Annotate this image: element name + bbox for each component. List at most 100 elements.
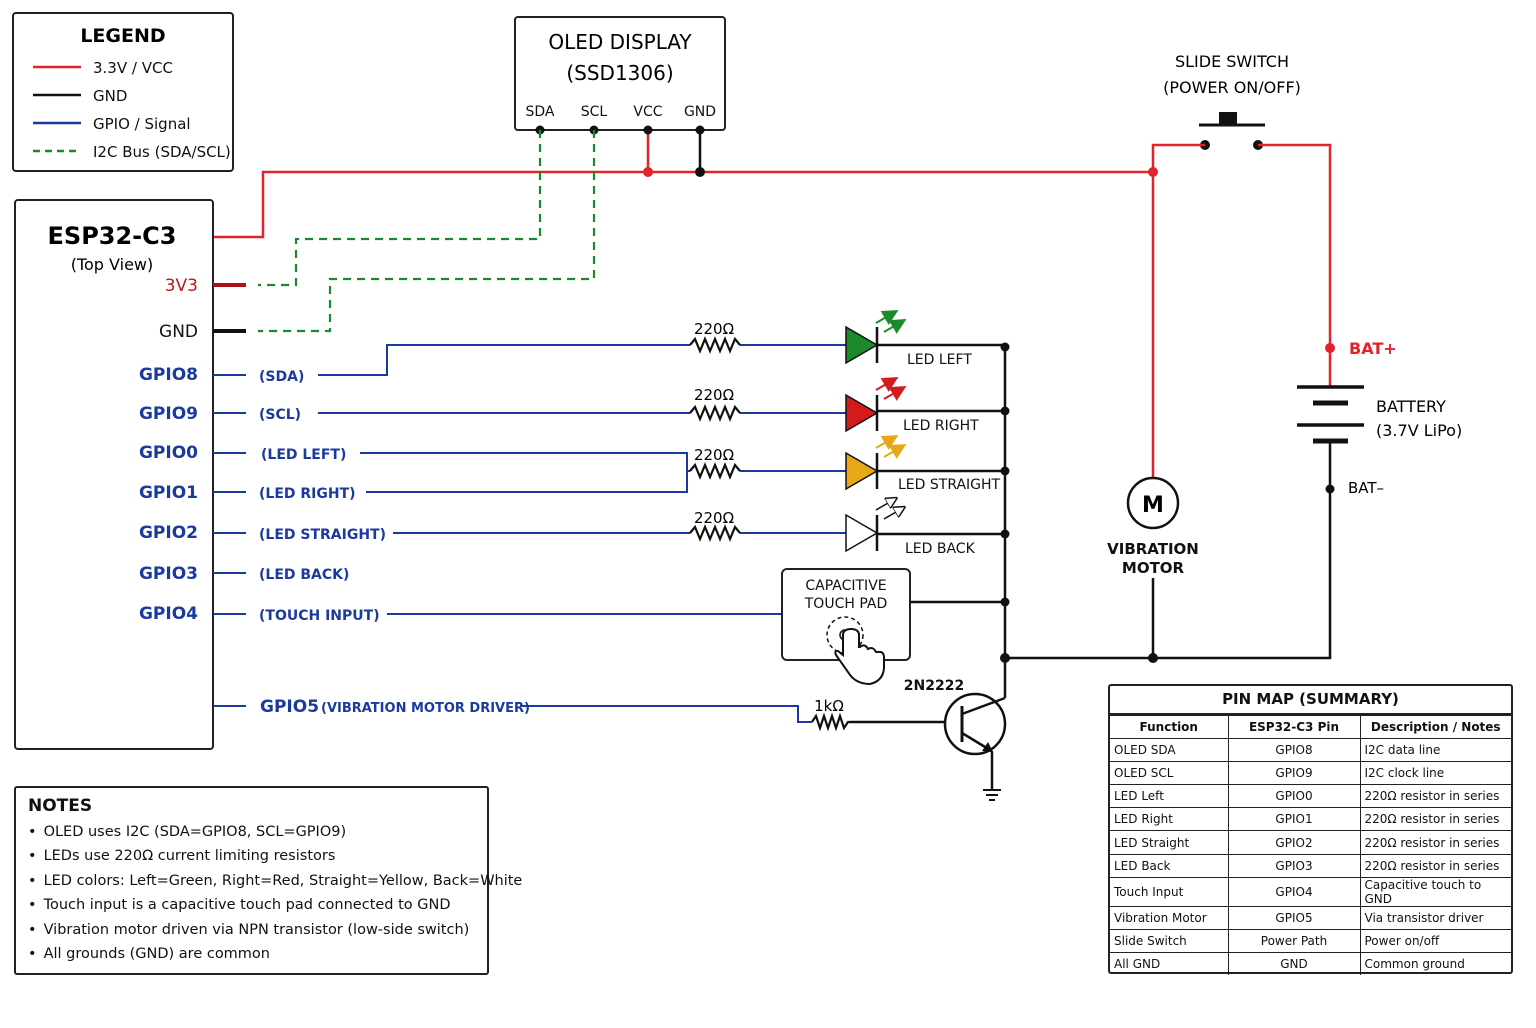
gpio3-function: (LED BACK) [259, 567, 349, 583]
resistor-back-value: 220Ω [694, 509, 734, 527]
base-resistor [811, 712, 850, 732]
battery-minus-label: BAT– [1348, 479, 1384, 497]
cell-pin: GPIO4 [1227, 876, 1361, 907]
cell-description: 220Ω resistor in series [1359, 807, 1511, 832]
cell-function: Slide Switch [1110, 928, 1229, 953]
npn-transistor: 2N2222 1kΩ [811, 678, 1007, 801]
oled-pin-gnd: GND [684, 104, 716, 120]
switch-title: SLIDE SWITCH [1175, 52, 1289, 71]
note-item: LED colors: Left=Green, Right=Red, Strai… [28, 869, 523, 893]
cell-description: Common ground [1359, 951, 1511, 975]
led-straight-body [845, 451, 879, 491]
transistor-label: 2N2222 [904, 678, 964, 694]
cell-function: OLED SCL [1110, 761, 1229, 786]
notes-panel: NOTES OLED uses I2C (SDA=GPIO8, SCL=GPIO… [14, 786, 523, 975]
note-item: Vibration motor driven via NPN transisto… [28, 918, 475, 942]
oled-pin-scl: SCL [581, 104, 608, 120]
cell-pin: Power Path [1227, 928, 1361, 953]
led-back-body [845, 513, 879, 553]
gpio-labels: GPIO8 (SDA) GPIO9 (SCL) GPIO0 (LED LEFT)… [139, 365, 530, 717]
legend: LEGEND 3.3V / VCC GND GPIO / Signal I2C … [12, 12, 234, 172]
gpio1-label: GPIO1 [139, 483, 198, 503]
transistor-body [943, 692, 1007, 756]
resistor-left-value: 220Ω [694, 320, 734, 338]
motor-label-line2: MOTOR [1122, 559, 1185, 577]
led-left-label: LED LEFT [907, 352, 972, 368]
i2c-wiring [258, 130, 596, 333]
cell-description: Capacitive touch to GND [1359, 876, 1511, 907]
note-item: All grounds (GND) are common [28, 942, 475, 966]
resistor-right [689, 404, 741, 422]
gpio1-function: (LED RIGHT) [259, 486, 356, 502]
led-right: LED RIGHT [845, 376, 1005, 434]
header-description: Description / Notes [1359, 714, 1511, 740]
cell-pin: GPIO5 [1227, 905, 1361, 930]
battery-label-line1: BATTERY [1376, 397, 1446, 416]
signal-wiring [318, 344, 846, 723]
table-header-row: Function ESP32-C3 Pin Description / Note… [1110, 714, 1511, 740]
pin-map-title: PIN MAP (SUMMARY) [1110, 686, 1511, 715]
led-right-label: LED RIGHT [903, 418, 979, 434]
gpio0-label: GPIO0 [139, 443, 198, 463]
esp32-title: ESP32-C3 [48, 222, 177, 250]
led-straight-label: LED STRAIGHT [898, 477, 1001, 493]
ground-bus [1000, 342, 1335, 698]
cell-function: All GND [1110, 951, 1229, 975]
legend-item-gpio: GPIO / Signal [93, 115, 191, 133]
note-item: OLED uses I2C (SDA=GPIO8, SCL=GPIO9) [28, 820, 475, 844]
touch-pad-line2: TOUCH PAD [804, 596, 887, 612]
cell-description: 220Ω resistor in series [1359, 830, 1511, 855]
led-left: LED LEFT [845, 309, 1005, 368]
gpio2-function: (LED STRAIGHT) [259, 527, 386, 543]
note-item: Touch input is a capacitive touch pad co… [28, 893, 475, 917]
junction-oled-vcc [643, 167, 653, 177]
switch-in-wire [1151, 143, 1205, 172]
cell-function: LED Right [1110, 807, 1229, 832]
header-function: Function [1110, 714, 1229, 740]
touch-pad-line1: CAPACITIVE [805, 578, 886, 594]
oled-display: OLED DISPLAY (SSD1306) SDA SCL VCC GND [514, 16, 726, 131]
switch-subtitle: (POWER ON/OFF) [1163, 78, 1301, 97]
resistor-right-value: 220Ω [694, 386, 734, 404]
motor-body [1126, 476, 1180, 530]
led-straight: LED STRAIGHT [845, 434, 1005, 493]
led-resistors: 220Ω 220Ω 220Ω 220Ω [689, 320, 741, 542]
header-pin: ESP32-C3 Pin [1227, 714, 1361, 740]
battery-label-line2: (3.7V LiPo) [1376, 421, 1462, 440]
cell-function: OLED SDA [1110, 738, 1229, 763]
notes-title: NOTES [28, 796, 93, 816]
oled-title: OLED DISPLAY [548, 30, 692, 54]
gpio3-label: GPIO3 [139, 564, 198, 584]
cell-description: 220Ω resistor in series [1359, 784, 1511, 809]
cell-function: LED Straight [1110, 830, 1229, 855]
touch-pad: CAPACITIVE TOUCH PAD [781, 568, 1005, 686]
gpio9-label: GPIO9 [139, 404, 198, 424]
cell-pin: GPIO1 [1227, 807, 1361, 832]
pin-map-table: Function ESP32-C3 Pin Description / Note… [1110, 714, 1511, 975]
cell-pin: GPIO0 [1227, 784, 1361, 809]
note-item: LEDs use 220Ω current limiting resistors [28, 844, 475, 868]
led-back: LED BACK [845, 499, 1005, 557]
oled-pin-vcc: VCC [633, 104, 662, 120]
hand-pointer-icon [834, 627, 885, 686]
legend-item-vcc: 3.3V / VCC [93, 59, 173, 77]
cell-function: Touch Input [1110, 876, 1229, 907]
esp32-board: ESP32-C3 (Top View) 3V3 GND [14, 199, 246, 750]
resistor-left [689, 336, 741, 354]
esp32-subtitle: (Top View) [71, 255, 154, 274]
gpio5-label: GPIO5 [260, 697, 319, 717]
vibration-motor: M VIBRATION MOTOR [1107, 476, 1199, 577]
oled-vcc-pad [643, 125, 653, 135]
cell-description: I2C data line [1359, 738, 1511, 763]
esp32-pin-gnd: GND [159, 322, 198, 342]
oled-gnd-pad [695, 125, 705, 135]
junction-oled-gnd [695, 167, 705, 177]
